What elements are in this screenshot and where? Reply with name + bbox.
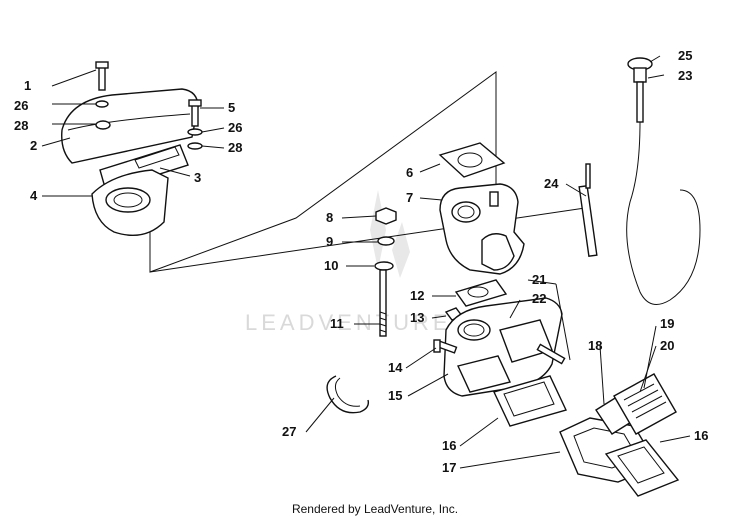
- callout-labels: 1 26 28 2 4 5 26 28 3 6 7 8 9 10 11 12 1…: [14, 48, 708, 475]
- callout-26-left: 26: [14, 98, 28, 113]
- bolt-14: [433, 339, 458, 354]
- callout-19: 19: [660, 316, 674, 331]
- callout-22: 22: [532, 291, 546, 306]
- callout-9: 9: [326, 234, 333, 249]
- callout-28-right: 28: [228, 140, 242, 155]
- callout-15: 15: [388, 388, 402, 403]
- callout-14: 14: [388, 360, 403, 375]
- intake-manifold: [443, 297, 566, 397]
- leader-lines: [41, 55, 691, 469]
- callout-27: 27: [282, 424, 296, 439]
- reed-petal-19-20: [613, 373, 677, 435]
- air-silencer-base: [91, 169, 169, 236]
- stud-11: [379, 269, 387, 337]
- callout-1: 1: [24, 78, 31, 93]
- carburetor-gasket-12: [454, 279, 508, 307]
- callout-18: 18: [588, 338, 602, 353]
- screw-5: [187, 99, 203, 150]
- svg-text:LEADVENTURE: LEADVENTURE: [245, 310, 452, 335]
- reed-gasket-16a: [493, 375, 567, 427]
- callout-11: 11: [330, 316, 344, 331]
- rendered-by-footer: Rendered by LeadVenture, Inc.: [291, 502, 459, 516]
- callout-5: 5: [228, 100, 235, 115]
- carburetor-flange-gasket: [438, 142, 506, 178]
- callout-16-right: 16: [694, 428, 708, 443]
- callout-2: 2: [30, 138, 37, 153]
- washer-10: [374, 261, 394, 271]
- clamp-27: [326, 375, 370, 414]
- callout-4: 4: [30, 188, 38, 203]
- callout-7: 7: [406, 190, 413, 205]
- callout-8: 8: [326, 210, 333, 225]
- callout-25: 25: [678, 48, 692, 63]
- callout-3: 3: [194, 170, 201, 185]
- screw-1: [95, 61, 109, 108]
- callout-28-left: 28: [14, 118, 28, 133]
- nut-8: [375, 207, 397, 225]
- callout-26-right: 26: [228, 120, 242, 135]
- carburetor: [439, 183, 525, 275]
- choke-cable: [578, 57, 701, 305]
- reed-gasket-16b: [604, 439, 680, 497]
- callout-20: 20: [660, 338, 674, 353]
- callout-13: 13: [410, 310, 424, 325]
- callout-16-left: 16: [442, 438, 456, 453]
- callout-23: 23: [678, 68, 692, 83]
- air-silencer-cover: [61, 88, 199, 164]
- callout-17: 17: [442, 460, 456, 475]
- callout-12: 12: [410, 288, 424, 303]
- callout-24: 24: [544, 176, 559, 191]
- callout-10: 10: [324, 258, 338, 273]
- callout-21: 21: [532, 272, 546, 287]
- callout-6: 6: [406, 165, 413, 180]
- washer-9: [377, 236, 395, 246]
